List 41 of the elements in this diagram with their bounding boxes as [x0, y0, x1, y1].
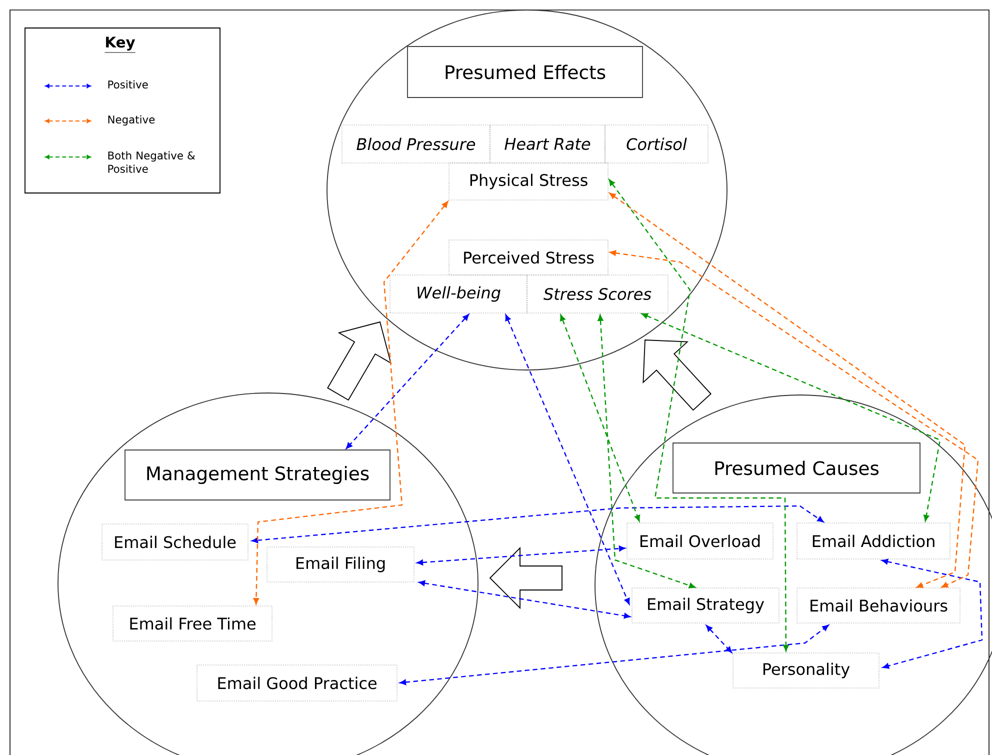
measure-box: Blood Pressure — [342, 124, 490, 164]
dashed-arrow — [346, 314, 470, 449]
dashed-arrow — [418, 580, 630, 619]
dashed-arrow — [641, 313, 941, 522]
factor-box: Personality — [732, 652, 880, 688]
legend-text: Negative — [108, 115, 155, 126]
group-circle — [326, 10, 728, 370]
dashed-arrow — [560, 314, 640, 522]
factor-box: Email Addiction — [796, 522, 950, 560]
dashed-arrow — [505, 314, 630, 605]
measure-box: Cortisol — [604, 124, 708, 164]
legend-title: Key — [104, 36, 136, 53]
factor-box: Email Behaviours — [796, 588, 960, 624]
dashed-arrow — [400, 624, 829, 686]
factor-box: Email Free Time — [112, 606, 272, 642]
block-arrow — [489, 546, 562, 610]
dashed-arrow — [610, 250, 979, 588]
measure-box: Well-being — [390, 274, 528, 314]
factor-box: Email Strategy — [632, 588, 780, 624]
heading-box: Presumed Causes — [672, 442, 920, 494]
dashed-arrow — [882, 558, 983, 669]
block-arrow — [642, 340, 712, 411]
factor-box: Email Filing — [266, 546, 414, 582]
measure-box: Heart Rate — [490, 124, 606, 164]
heading-box: Presumed Effects — [407, 46, 643, 98]
dashed-arrow — [252, 505, 824, 544]
measure-box: Stress Scores — [526, 274, 668, 314]
factor-box: Email Schedule — [102, 524, 248, 560]
dashed-arrow — [608, 179, 789, 652]
heading-box: Management Strategies — [124, 450, 390, 500]
dashed-arrow — [609, 192, 966, 588]
factor-box: Perceived Stress — [448, 240, 608, 276]
legend-text: Positive — [108, 80, 148, 88]
legend-text: Both Negative & Positive — [108, 151, 196, 173]
dashed-arrow — [416, 546, 626, 566]
dashed-arrow — [253, 201, 448, 604]
dashed-arrow — [598, 314, 696, 588]
factor-box: Email Good Practice — [196, 664, 398, 702]
dashed-arrow — [706, 625, 732, 653]
factor-box: Physical Stress — [448, 162, 608, 200]
factor-box: Email Overload — [626, 522, 774, 560]
